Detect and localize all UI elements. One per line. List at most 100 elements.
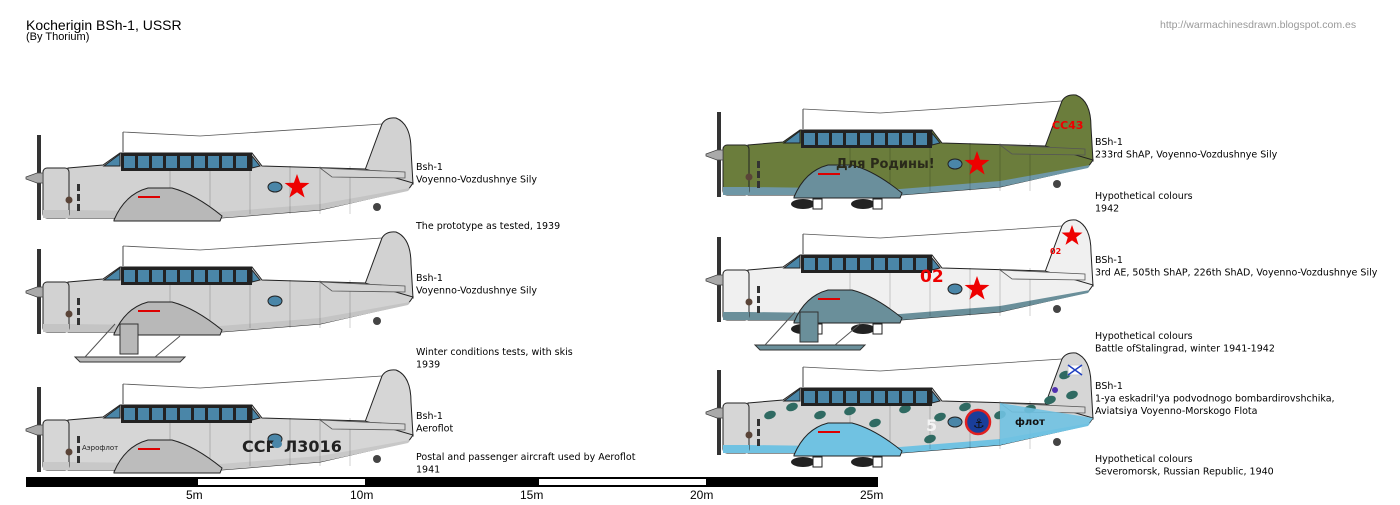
note-line: Hypothetical colours [1095, 331, 1193, 342]
windshield [782, 388, 801, 402]
note-line: 1942 [1095, 204, 1119, 215]
canopy-window [902, 391, 913, 403]
camouflage-spot [934, 412, 946, 422]
exhaust-stack [77, 184, 80, 191]
fleet-text: флот [1015, 416, 1045, 428]
canopy-window [236, 156, 247, 168]
canopy-window [818, 391, 829, 403]
cowling-underside [723, 312, 749, 320]
red-star-icon [964, 276, 990, 300]
note-line: Severomorsk, Russian Republic, 1940 [1095, 467, 1274, 478]
ski-strut [799, 311, 819, 343]
aircraft-naval: 5 ⚓ флот [705, 352, 1094, 468]
tail-fin [364, 231, 414, 299]
caption-line: 3rd AE, 505th ShAP, 226th ShAD, Voyenno-… [1095, 268, 1378, 279]
canopy-window [152, 156, 163, 168]
canopy-window [916, 391, 927, 403]
cowling-underside [43, 462, 69, 470]
canopy-window [846, 391, 857, 403]
canopy-window [124, 408, 135, 420]
canopy-window [152, 408, 163, 420]
exhaust-stack [77, 456, 80, 463]
note-line: 1941 [416, 465, 440, 476]
exhaust-stack [757, 419, 760, 426]
bomb [851, 457, 875, 467]
exhaust-stack [757, 296, 760, 303]
caption-line: Bsh-1 [416, 162, 443, 173]
aircraft-winter-stalingrad: 02 02 [705, 219, 1094, 351]
ski-cable [764, 311, 796, 346]
camouflage-spot [924, 434, 936, 444]
tail-fin [1044, 219, 1094, 287]
tail-wheel [1053, 305, 1061, 313]
naval-ensign-cross [1067, 364, 1083, 376]
horizontal-stabilizer [318, 167, 406, 179]
camouflage-spot [814, 410, 826, 420]
cowling-underside [43, 210, 69, 218]
camouflage-spot [1044, 395, 1056, 405]
canopy-window [152, 270, 163, 282]
canopy-window [874, 391, 885, 403]
exhaust-stack [77, 308, 80, 315]
canopy-window [860, 133, 871, 145]
squadron-badge-icon [1052, 387, 1058, 393]
canopy-window [180, 270, 191, 282]
rear-fuselage-blue [1000, 403, 1093, 445]
registration-left: ССР [242, 437, 277, 456]
caption-line: Aviatsiya Voyenno-Morskogo Flota [1095, 406, 1257, 417]
rear-canopy [251, 268, 261, 283]
exhaust-stack [77, 436, 80, 443]
note-line: Postal and passenger aircraft used by Ae… [416, 452, 636, 463]
canopy-window [194, 156, 205, 168]
windshield [102, 267, 121, 281]
scale-tick-5: 5m [186, 488, 203, 500]
ski-strut [119, 323, 139, 355]
propeller-spinner [25, 286, 44, 298]
bomb [791, 457, 815, 467]
canopy-window [916, 258, 927, 270]
windshield [102, 153, 121, 167]
exhaust-stack [757, 171, 760, 178]
scale-tick-15: 15m [520, 488, 543, 500]
tail-code: СС43 [1052, 119, 1083, 132]
fuselage-underside [748, 290, 1090, 320]
canopy-window [138, 270, 149, 282]
canopy-window [208, 156, 219, 168]
note-line: Hypothetical colours [1095, 454, 1193, 465]
fuselage-underside [68, 188, 410, 218]
propeller-spinner [25, 424, 44, 436]
rear-canopy [931, 131, 941, 146]
canopy-window [180, 156, 191, 168]
anchor-icon: ⚓ [973, 417, 985, 432]
caption-line: BSh-1 [1095, 381, 1123, 392]
cowling-underside [723, 187, 749, 195]
canopy-window [874, 133, 885, 145]
tail-wheel [373, 203, 381, 211]
note-line: Hypothetical colours [1095, 191, 1193, 202]
exhaust-stack [77, 446, 80, 453]
canopy-window [818, 133, 829, 145]
windshield [782, 255, 801, 269]
canopy-window [832, 133, 843, 145]
exhaust-stack [757, 439, 760, 446]
red-star-icon [284, 174, 310, 198]
canopy-window [860, 391, 871, 403]
bomb-tail [872, 198, 883, 210]
cowling-underside [723, 445, 749, 453]
tail-wheel [373, 455, 381, 463]
antenna-wire [122, 237, 383, 251]
aircraft-number: 5 [926, 416, 937, 435]
rear-canopy [931, 389, 941, 404]
aircraft-number: 02 [920, 267, 944, 287]
canopy-window [236, 408, 247, 420]
aircraft-green-233: Для Родины!СС43 [705, 94, 1094, 210]
canopy-window [124, 156, 135, 168]
canopy-window [916, 133, 927, 145]
scale-bar-segment [198, 479, 365, 485]
exhaust-stack [77, 318, 80, 325]
tail-number: 02 [1050, 247, 1061, 256]
canopy-window [236, 270, 247, 282]
bomb [791, 199, 815, 209]
